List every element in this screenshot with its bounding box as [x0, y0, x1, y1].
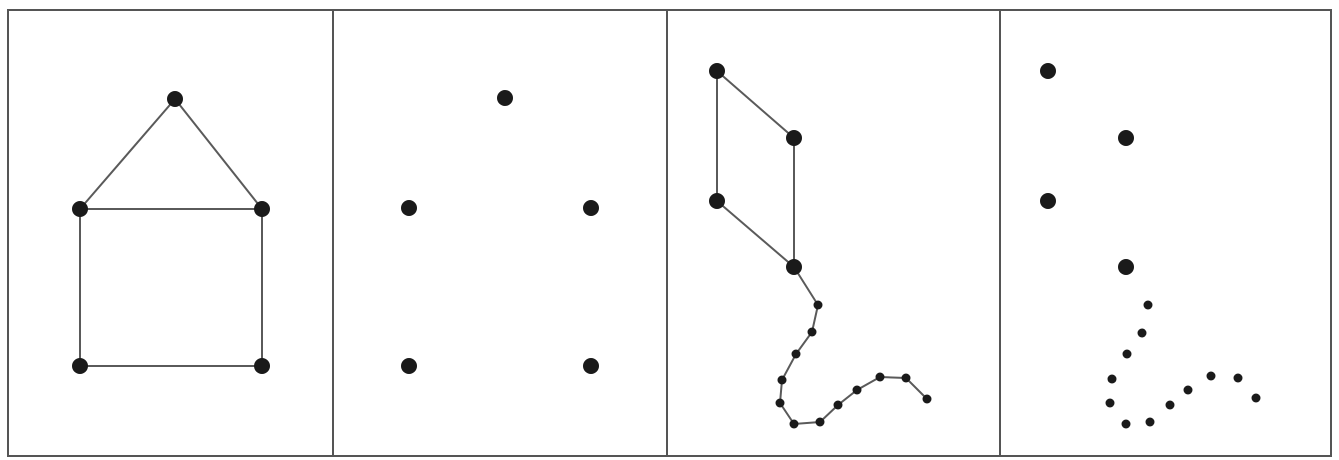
roof-peak-dot [497, 90, 513, 106]
tail-dot [1122, 420, 1131, 429]
kite-left-lower-dot [709, 193, 725, 209]
tail-dot [876, 373, 885, 382]
tail-dot [853, 386, 862, 395]
tail-dot [1108, 375, 1117, 384]
tail-dot [1146, 418, 1155, 427]
bottom-left-dot [401, 358, 417, 374]
tail-dot [792, 350, 801, 359]
kite-left-lower-dot [1040, 193, 1056, 209]
top-right-dot [254, 201, 270, 217]
tail-dot [816, 418, 825, 427]
bottom-left-dot [72, 358, 88, 374]
roof-peak-dot [167, 91, 183, 107]
tail-dot [776, 399, 785, 408]
top-left-dot [72, 201, 88, 217]
tail-dot [814, 301, 823, 310]
tail-dot [1207, 372, 1216, 381]
bottom-right-dot [583, 358, 599, 374]
tail-dot [1123, 350, 1132, 359]
kite-bottom-dot [786, 259, 802, 275]
bottom-right-dot [254, 358, 270, 374]
tail-dot [1106, 399, 1115, 408]
kite-right-upper-dot [786, 130, 802, 146]
kite-bottom-dot [1118, 259, 1134, 275]
tail-dot [1252, 394, 1261, 403]
tail-dot [923, 395, 932, 404]
top-right-dot [583, 200, 599, 216]
kite-right-upper-dot [1118, 130, 1134, 146]
tail-dot [1138, 329, 1147, 338]
tail-dot [790, 420, 799, 429]
tail-dot [902, 374, 911, 383]
tail-dot [1144, 301, 1153, 310]
tail-dot [1184, 386, 1193, 395]
kite-top-dot [1040, 63, 1056, 79]
tail-dot [1234, 374, 1243, 383]
tail-dot [778, 376, 787, 385]
top-left-dot [401, 200, 417, 216]
tail-dot [834, 401, 843, 410]
kite-top-dot [709, 63, 725, 79]
tail-dot [1166, 401, 1175, 410]
tail-dot [808, 328, 817, 337]
